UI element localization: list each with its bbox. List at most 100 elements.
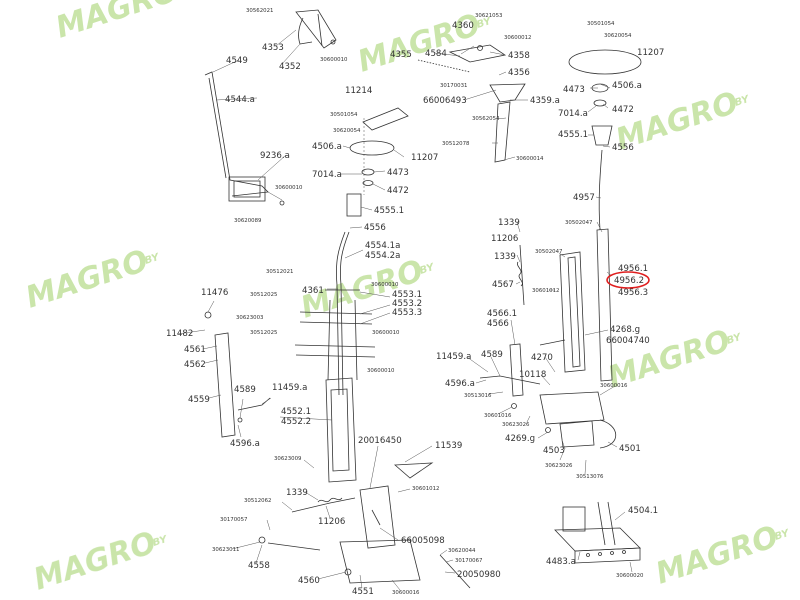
- part-label: 4566.1: [487, 309, 517, 319]
- part-label: 4560: [298, 576, 320, 586]
- part-label: 4956.1: [618, 264, 648, 274]
- part-label: 4355: [390, 50, 412, 60]
- part-label: 30620054: [333, 128, 361, 134]
- watermark: MAGRO .BY: [22, 243, 162, 315]
- part-label: 4554.1a: [365, 241, 400, 251]
- part-label: 11214: [345, 86, 372, 96]
- part-label: 30502047: [535, 249, 562, 255]
- part-label: 4555.1: [558, 130, 588, 140]
- part-label: 30600010: [275, 185, 303, 191]
- part-label: 4556: [364, 223, 386, 233]
- part-label: 4483.a: [546, 557, 576, 567]
- part-label: 66004740: [606, 336, 650, 346]
- part-label: 4589: [234, 385, 256, 395]
- part-drawings: [204, 9, 642, 589]
- part-label: 4472: [612, 105, 634, 115]
- part-label: 30600020: [616, 573, 644, 579]
- part-label: 30562021: [246, 8, 273, 14]
- part-label: 30600010: [320, 57, 348, 63]
- part-label: 4567: [492, 280, 514, 290]
- watermark-text: MAGRO: [354, 7, 485, 79]
- part-label: 4554.2a: [365, 251, 400, 261]
- part-label: 30562054: [472, 116, 500, 122]
- watermark-text: MAGRO: [652, 519, 783, 591]
- part-label: 30512025: [250, 292, 277, 298]
- part-label: 30512025: [250, 330, 277, 336]
- part-label: 4270: [531, 353, 553, 363]
- part-label: 4552.2: [281, 417, 311, 427]
- part-label: 4360: [452, 21, 474, 31]
- part-label: 4956.3: [618, 288, 648, 298]
- part-label: 30600016: [392, 590, 420, 596]
- watermark: MAGRO .BY: [30, 525, 170, 597]
- part-label: 30170057: [220, 517, 247, 523]
- part-label: 4596.a: [230, 439, 260, 449]
- watermark: MAGRO .BY: [652, 519, 792, 591]
- part-label: 30623003: [236, 315, 263, 321]
- part-label: 4503: [543, 446, 565, 456]
- part-label: 4352: [279, 62, 301, 72]
- part-label: 20050980: [457, 570, 501, 580]
- part-label: 11476: [201, 288, 228, 298]
- part-label: 4584: [425, 49, 447, 59]
- part-label: 11206: [318, 517, 345, 527]
- lower-mount-4503: [479, 375, 617, 449]
- part-label: 9236.a: [260, 151, 290, 161]
- part-label: 11207: [411, 153, 438, 163]
- part-label: 4556: [612, 143, 634, 153]
- part-label: 4561: [184, 345, 206, 355]
- part-label: 4356: [508, 68, 530, 78]
- lower-linkage-20016450: [258, 462, 471, 589]
- watermark-text: MAGRO: [52, 0, 183, 46]
- part-label: 30600012: [504, 35, 531, 41]
- part-label: 30600014: [516, 156, 544, 162]
- part-label: 4551: [352, 587, 374, 597]
- part-label: 30621053: [475, 13, 502, 19]
- part-label: 30600010: [371, 282, 399, 288]
- part-label: 11206: [491, 234, 518, 244]
- leader-lines: [177, 29, 633, 591]
- part-label: 30512021: [266, 269, 293, 275]
- part-label: 4555.1: [374, 206, 404, 216]
- part-label: 30620044: [448, 548, 476, 554]
- part-label: 30601016: [484, 413, 512, 419]
- handle-bracket-assembly: [295, 9, 337, 49]
- part-label: 30623009: [274, 456, 302, 462]
- part-label: 4558: [248, 561, 270, 571]
- part-label: 30513076: [576, 474, 604, 480]
- part-label: 4358: [508, 51, 530, 61]
- part-label: 4553.3: [392, 308, 422, 318]
- part-label: 4549: [226, 56, 248, 66]
- part-label: 30501054: [587, 21, 615, 27]
- watermark-text: MAGRO: [30, 525, 161, 597]
- part-label: 66006493: [423, 96, 467, 106]
- part-label: 4359.a: [530, 96, 560, 106]
- part-label: 1339: [286, 488, 308, 498]
- part-label: 4956.2: [614, 276, 644, 286]
- part-label: 30601012: [532, 288, 559, 294]
- part-number-labels: 30562021 4353 4352 30600010 4360 3062105…: [166, 8, 664, 597]
- part-label: 4589: [481, 350, 503, 360]
- watermark-text: MAGRO: [22, 243, 153, 315]
- part-label: 20016450: [358, 436, 402, 446]
- part-label: 4596.a: [445, 379, 475, 389]
- part-label: 4506.a: [612, 81, 642, 91]
- part-label: 30513016: [464, 393, 492, 399]
- part-label: 11459.a: [272, 383, 307, 393]
- part-label: 4559: [188, 395, 210, 405]
- part-label: 7014.a: [312, 170, 342, 180]
- part-label: 30512078: [442, 141, 470, 147]
- mounting-bracket-4504: [554, 501, 641, 564]
- part-label: 11539: [435, 441, 462, 451]
- part-label: 1339: [498, 218, 520, 228]
- part-label: 11459.a: [436, 352, 471, 362]
- part-label: 4269.g: [505, 434, 535, 444]
- part-label: 30170067: [455, 558, 482, 564]
- part-label: 4353: [262, 43, 284, 53]
- central-frame-4552: [294, 289, 376, 483]
- part-label: 4268.g: [610, 325, 640, 335]
- part-label: 30512062: [244, 498, 271, 504]
- part-label: 4562: [184, 360, 206, 370]
